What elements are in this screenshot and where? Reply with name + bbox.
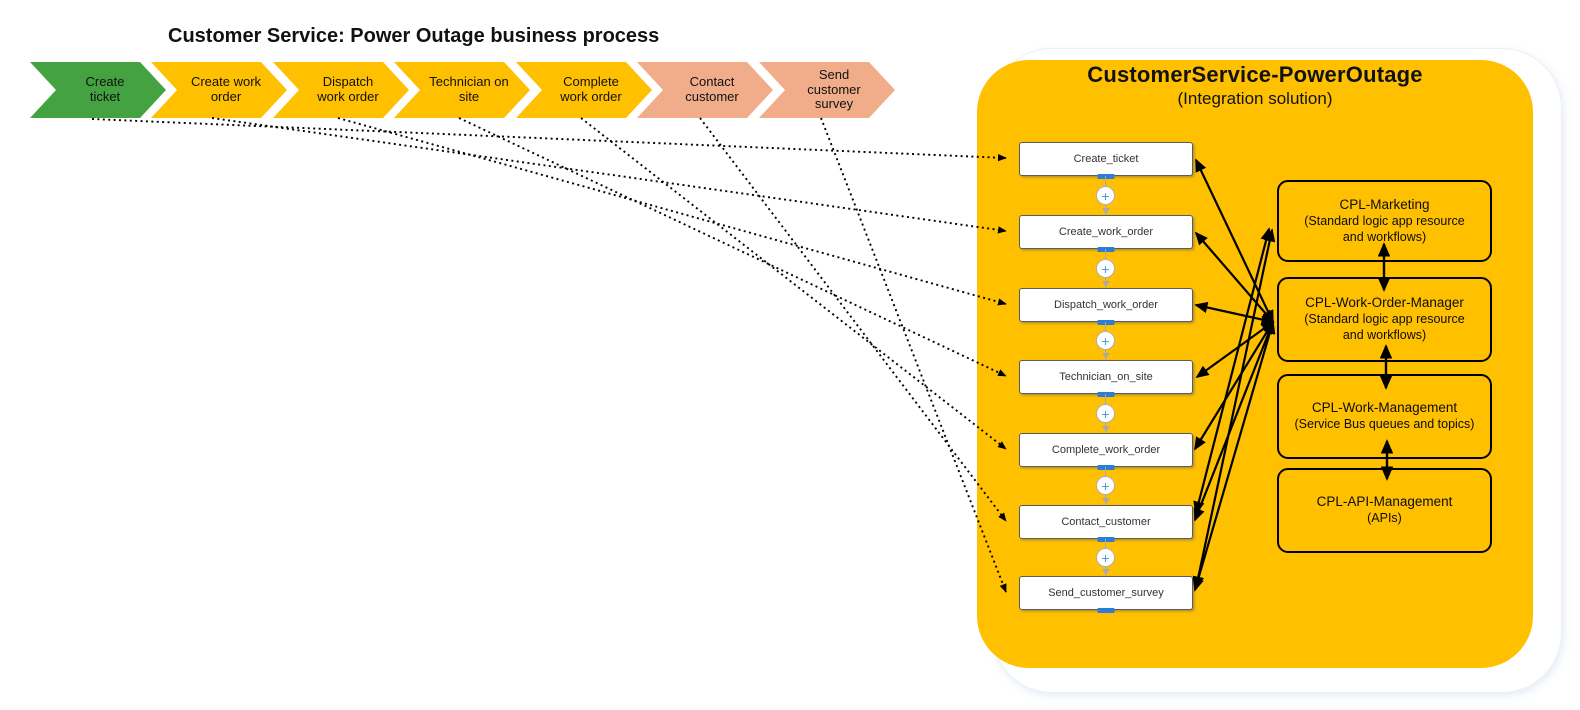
mapping-arrow-create-ticket <box>91 118 1007 162</box>
workflow-step-label: Dispatch_work_order <box>1054 299 1158 311</box>
mapping-arrow-complete-work-order <box>580 117 1007 450</box>
workflow-step-contact-customer: Contact_customer <box>1019 505 1193 542</box>
resource-name: CPL-Work-Order-Manager <box>1305 295 1464 311</box>
connector-arrow-down-icon <box>1101 281 1110 287</box>
workflow-step-create-ticket: Create_ticket <box>1019 142 1193 179</box>
resource-name: CPL-Work-Management <box>1311 400 1458 416</box>
resource-cpl-api-management: CPL-API-Management (APIs) <box>1277 468 1492 553</box>
workflow-step-label: Contact_customer <box>1061 516 1151 528</box>
workflow-step-complete-work-order: Complete_work_order <box>1019 433 1193 470</box>
process-step-label: Contact customer <box>685 74 739 104</box>
solution-subtitle: (Integration solution) <box>1177 89 1333 108</box>
process-step-dispatch-work-order: Dispatch work order <box>273 62 409 118</box>
process-step-label: Technician on site <box>429 74 509 104</box>
mapping-arrow-contact-customer <box>699 117 1007 522</box>
add-step-icon: + <box>1096 186 1115 205</box>
workflow-column: Create_ticket + Create_work_order + Disp… <box>1019 142 1193 617</box>
connector-arrow-down-icon <box>1101 426 1110 432</box>
resource-name: CPL-Marketing <box>1339 196 1430 212</box>
add-step-icon: + <box>1096 476 1115 495</box>
workflow-step-label: Send_customer_survey <box>1048 587 1164 599</box>
process-step-contact-customer: Contact customer <box>637 62 773 118</box>
add-step-icon: + <box>1096 331 1115 350</box>
resource-cpl-marketing: CPL-Marketing (Standard logic app resour… <box>1277 180 1492 262</box>
resource-cpl-work-management: CPL-Work-Management (Service Bus queues … <box>1277 374 1492 459</box>
process-step-label: Complete work order <box>560 74 622 104</box>
workflow-step-label: Create_work_order <box>1058 226 1154 238</box>
mapping-arrow-technician-on-site <box>458 117 1007 377</box>
resource-description: (Standard logic app resource and workflo… <box>1304 312 1465 342</box>
add-step-icon: + <box>1096 404 1115 423</box>
connector-arrow-down-icon <box>1101 569 1110 575</box>
workflow-step-label: Create_ticket <box>1073 153 1139 165</box>
mapping-arrow-create-work-order <box>211 117 1007 234</box>
process-to-workflow-arrows <box>91 117 1007 593</box>
workflow-step-dispatch-work-order: Dispatch_work_order <box>1019 288 1193 325</box>
process-step-label: Dispatch work order <box>317 74 379 104</box>
connector-arrow-down-icon <box>1101 208 1110 214</box>
workflow-step-create-work-order: Create_work_order <box>1019 215 1193 252</box>
solution-title: CustomerService-PowerOutage <box>1087 62 1423 87</box>
process-step-label: Send customer survey <box>807 67 861 112</box>
resource-description: (APIs) <box>1367 511 1402 526</box>
resource-name: CPL-API-Management <box>1316 494 1453 510</box>
workflow-step-send-customer-survey: Send_customer_survey <box>1019 576 1193 613</box>
process-step-create-ticket: Create ticket <box>30 62 166 118</box>
process-step-complete-work-order: Complete work order <box>516 62 652 118</box>
resource-description: (Standard logic app resource and workflo… <box>1304 213 1465 244</box>
process-step-label: Create ticket <box>85 74 125 104</box>
add-step-icon: + <box>1096 548 1115 567</box>
add-step-icon: + <box>1096 259 1115 278</box>
connector-arrow-down-icon <box>1101 353 1110 359</box>
process-step-send-customer-survey: Send customer survey <box>759 62 895 118</box>
page-title: Customer Service: Power Outage business … <box>168 25 660 47</box>
resource-cpl-work-order-manager: CPL-Work-Order-Manager (Standard logic a… <box>1277 277 1492 362</box>
workflow-step-technician-on-site: Technician_on_site <box>1019 360 1193 397</box>
resource-description: (Service Bus queues and topics) <box>1294 417 1475 432</box>
process-step-create-work-order: Create work order <box>151 62 287 118</box>
connector-arrow-down-icon <box>1101 498 1110 504</box>
workflow-step-label: Complete_work_order <box>1051 444 1161 456</box>
process-step-technician-on-site: Technician on site <box>394 62 530 118</box>
process-step-label: Create work order <box>190 74 262 104</box>
workflow-step-label: Technician_on_site <box>1059 371 1153 383</box>
logic-app-accent-bar <box>1097 607 1115 613</box>
mapping-arrow-dispatch-work-order <box>337 117 1007 306</box>
